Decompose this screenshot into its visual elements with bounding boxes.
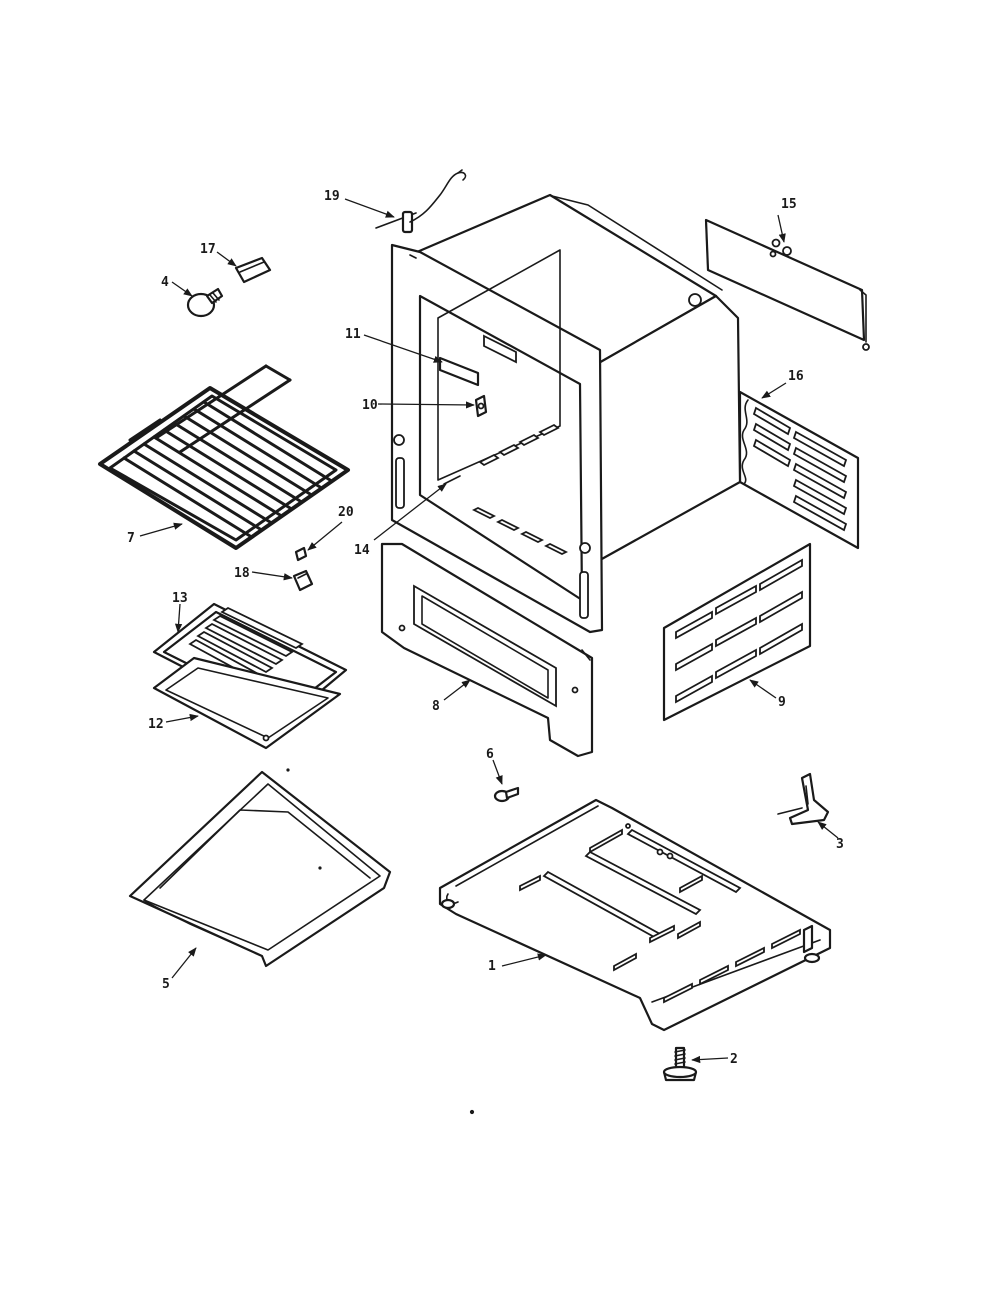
- part-18-bracket: [292, 569, 314, 592]
- callout-16: 16: [788, 369, 804, 384]
- part-7-oven-rack: [98, 364, 350, 550]
- callout-13: 13: [172, 591, 188, 606]
- part-8-lower-front-panel: [380, 542, 594, 758]
- part-5-drawer-liner: [128, 770, 392, 968]
- callout-14: 14: [354, 543, 370, 558]
- callout-6: 6: [486, 747, 494, 762]
- part-10-clip: [474, 394, 488, 418]
- part-20-screw: [294, 546, 308, 562]
- callout-3: 3: [836, 837, 844, 852]
- callout-8: 8: [432, 699, 440, 714]
- part-15-back-panel: [704, 218, 870, 351]
- callout-19: 19: [324, 189, 340, 204]
- callout-labels: 19 17 4 15 11 10 16 7 20 14 18 13 12 8 9…: [127, 189, 844, 1067]
- part-6-screw: [493, 786, 520, 803]
- callout-5: 5: [162, 977, 170, 992]
- part-11-light-housing: [438, 356, 480, 387]
- callout-17: 17: [200, 242, 216, 257]
- callout-20: 20: [338, 505, 354, 520]
- callout-1: 1: [488, 959, 496, 974]
- callout-7: 7: [127, 531, 135, 546]
- part-9-lower-side-panel: [662, 542, 812, 722]
- part-3-anti-tip-bracket: [777, 772, 830, 826]
- oven-cavity-body: [390, 193, 742, 634]
- part-4-light-bulb: [186, 287, 224, 318]
- leader-lines: [139, 198, 839, 1064]
- callout-9: 9: [778, 695, 786, 710]
- callout-10: 10: [362, 398, 378, 413]
- callout-15: 15: [781, 197, 797, 212]
- part-12-broiler-pan: [152, 656, 342, 750]
- part-1-base-pan: [438, 798, 832, 1032]
- part-17-lamp-cover: [234, 256, 272, 284]
- part-14-rack-support: [443, 475, 461, 485]
- part-19-sensor-wire: [375, 169, 467, 234]
- part-16-side-panel: [738, 390, 860, 550]
- callout-4: 4: [161, 275, 169, 290]
- callout-12: 12: [148, 717, 164, 732]
- callout-2: 2: [730, 1052, 738, 1067]
- part-2-leveling-leg: [662, 1046, 698, 1082]
- callout-11: 11: [345, 327, 361, 342]
- callout-18: 18: [234, 566, 250, 581]
